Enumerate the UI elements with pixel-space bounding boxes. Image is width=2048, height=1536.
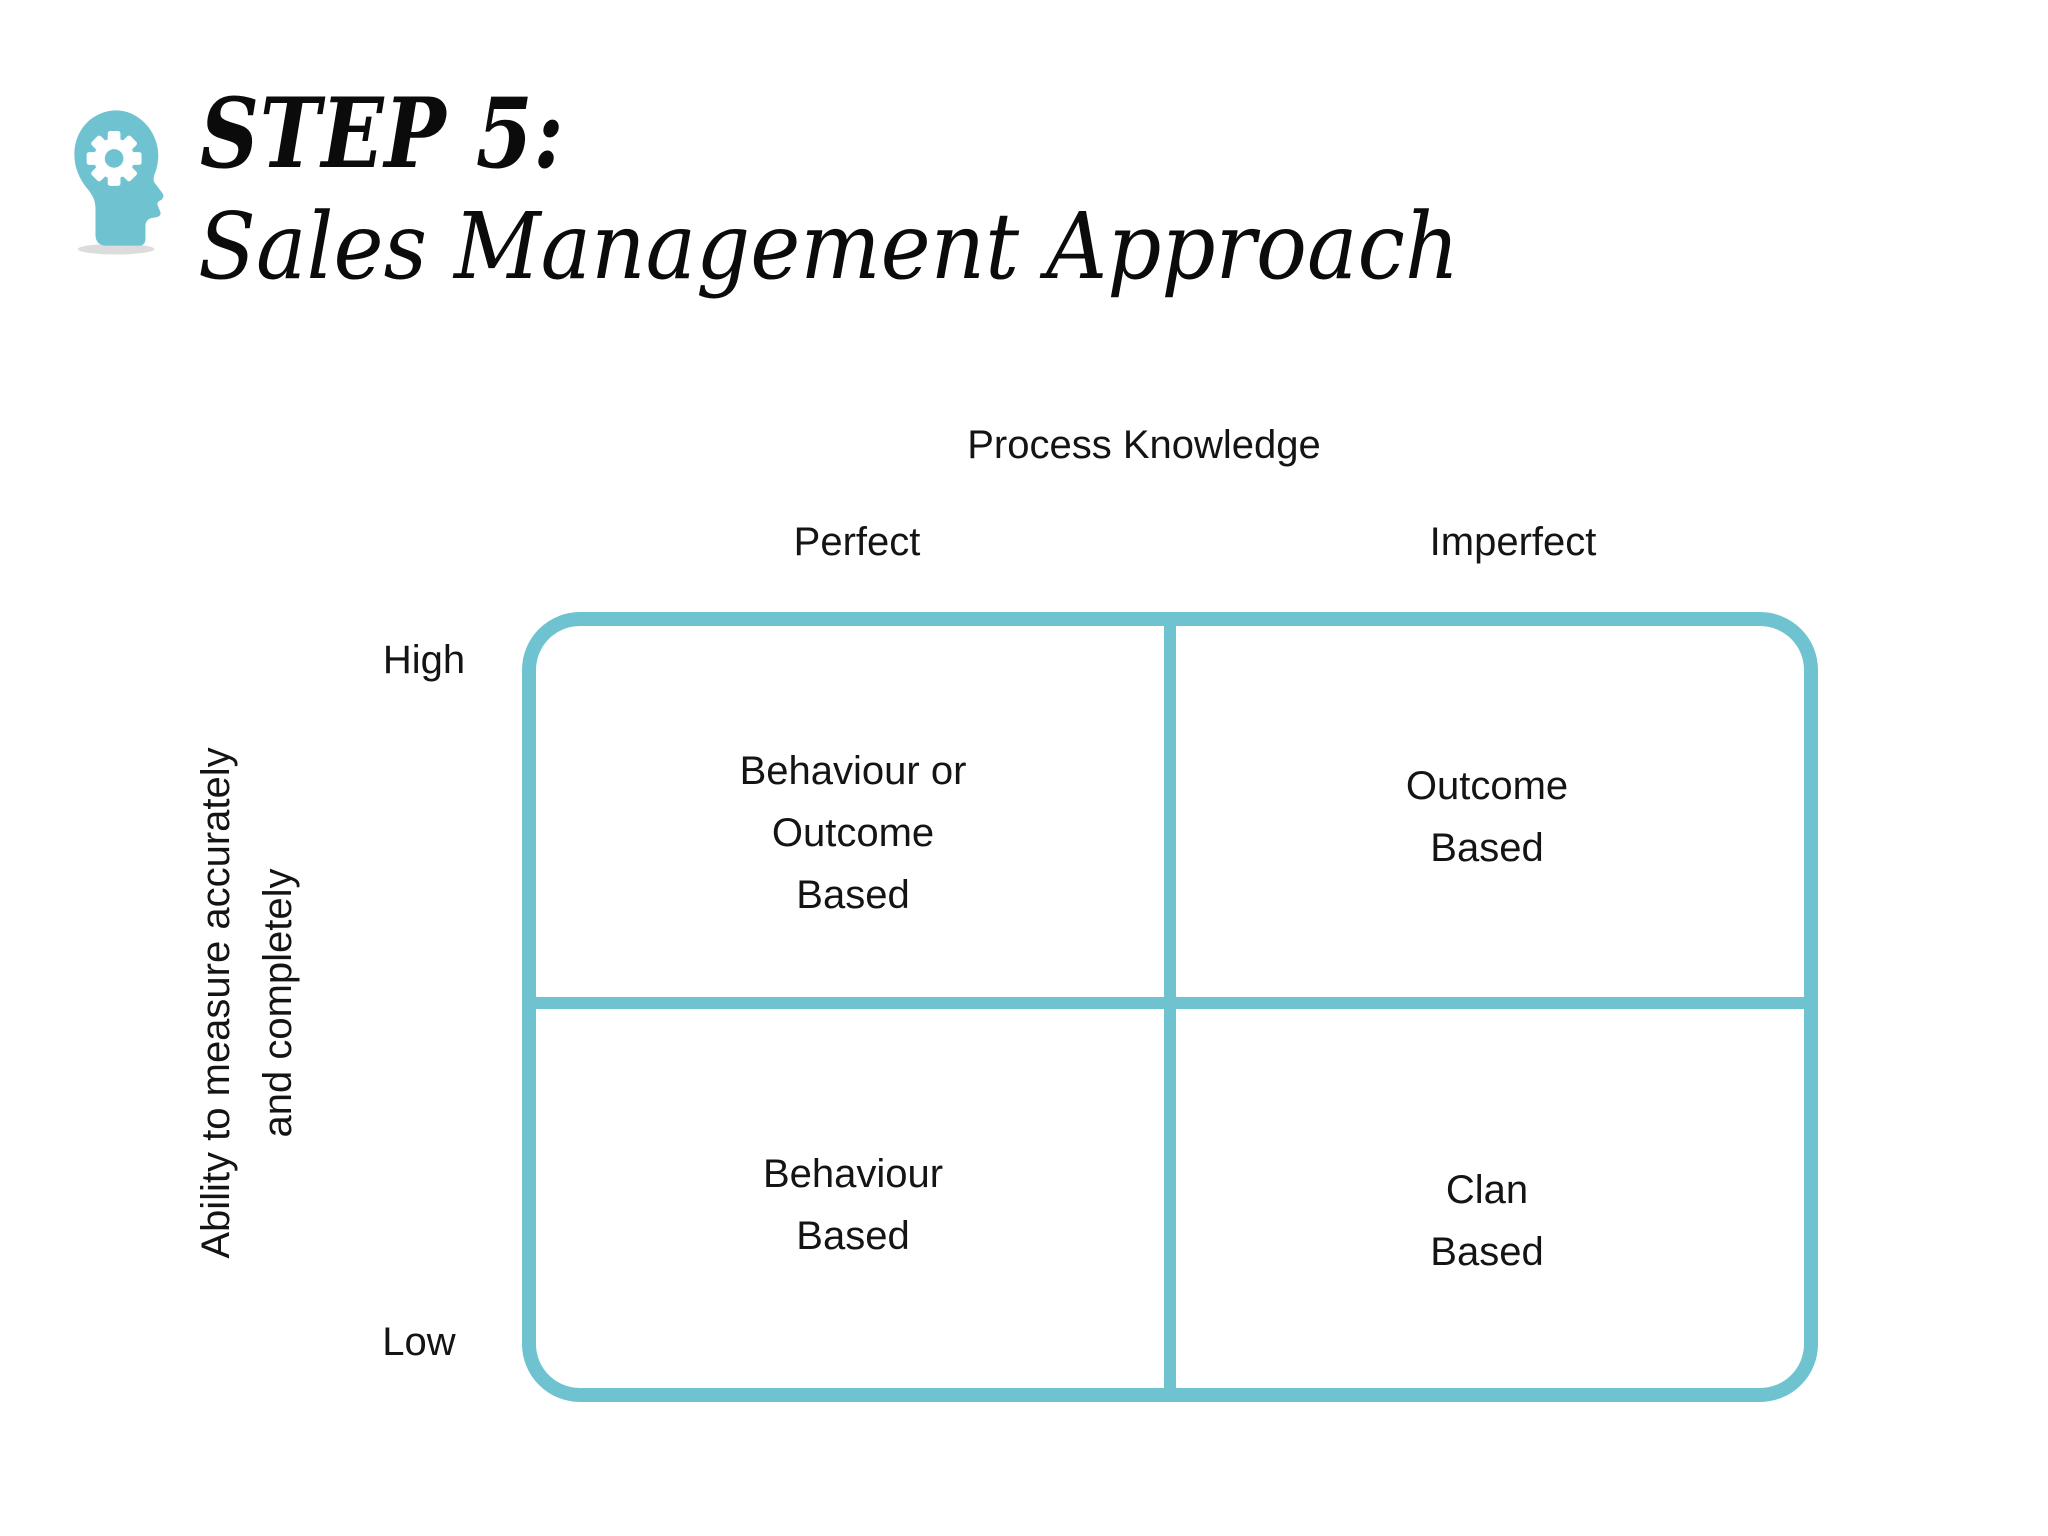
y-axis-row-low: Low — [382, 1320, 456, 1364]
y-axis-row-high: High — [382, 638, 466, 682]
quadrant-bottom-right-line2: Based — [1430, 1230, 1544, 1275]
quadrant-top-left-line1: Behaviour or — [739, 748, 967, 793]
quadrant-bottom-right: Clan Based — [1170, 1033, 1804, 1410]
y-axis-title: Ability to measure accurately and comple… — [185, 747, 309, 1258]
matrix-horizontal-divider — [536, 997, 1804, 1010]
y-axis-title-line2: and completely — [256, 868, 300, 1138]
quadrant-bottom-left-line2: Based — [796, 1214, 910, 1259]
x-axis-column-perfect: Perfect — [793, 520, 921, 564]
quadrant-bottom-right-line1: Clan — [1445, 1168, 1529, 1213]
head-with-gear-icon — [74, 110, 164, 255]
quadrant-top-right-line2: Based — [1430, 825, 1544, 870]
quadrant-top-left-line2: Outcome — [771, 810, 935, 855]
matrix-grid: Behaviour or Outcome Based Outcome Based… — [522, 612, 1818, 1402]
quadrant-top-left: Behaviour or Outcome Based — [536, 644, 1170, 1021]
quadrant-top-right: Outcome Based — [1170, 628, 1804, 1005]
quadrant-bottom-left-line1: Behaviour — [762, 1152, 944, 1197]
x-axis-title: Process Knowledge — [967, 423, 1321, 467]
page-title: Sales Management Approach — [198, 193, 1460, 300]
quadrant-top-right-line1: Outcome — [1405, 763, 1569, 808]
y-axis-title-line1: Ability to measure accurately — [194, 747, 238, 1259]
x-axis-column-imperfect: Imperfect — [1429, 520, 1597, 564]
quadrant-top-left-line3: Based — [796, 872, 910, 917]
quadrant-bottom-left: Behaviour Based — [536, 1017, 1170, 1394]
step-label: STEP 5: — [200, 77, 565, 190]
gear-icon — [86, 131, 142, 186]
